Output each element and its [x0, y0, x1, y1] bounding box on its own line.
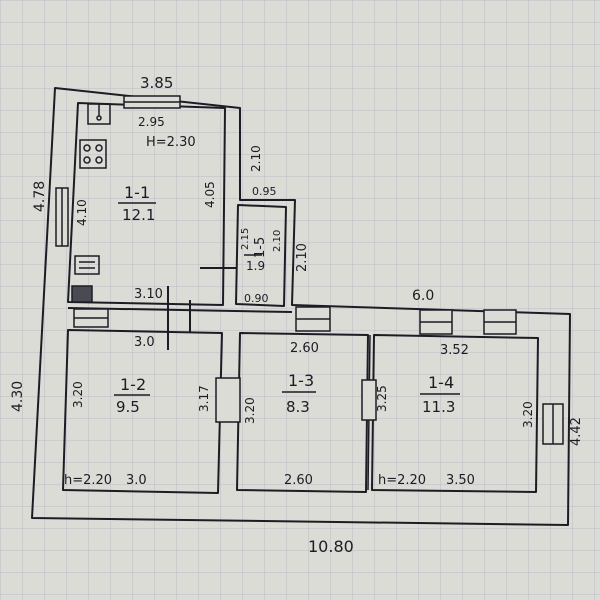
room-1-1-top-dim: 2.95	[138, 115, 165, 129]
window-room-1-2	[73, 308, 109, 328]
room-1-2-label: 1-2	[120, 375, 146, 394]
sink-icon	[87, 103, 111, 125]
overall-top-width: 3.85	[140, 74, 173, 92]
room-1-2-bottom-dim: 3.0	[126, 473, 147, 488]
door-1-2-1-3	[215, 377, 241, 423]
overall-right-width: 6.0	[412, 288, 434, 304]
overall-right-height: 4.42	[569, 417, 584, 446]
overall-total-width: 10.80	[308, 537, 354, 556]
boiler-icon	[74, 255, 100, 275]
window-room-1-4-a	[419, 309, 453, 335]
room-1-5-left-dim: 2.15	[240, 228, 251, 250]
room-1-5-outer-top-dim: 2.10	[249, 145, 263, 172]
room-1-4-area: 11.3	[422, 398, 455, 416]
room-1-2-left-dim: 3.20	[71, 381, 85, 408]
window-room-1-3	[295, 306, 331, 332]
room-1-2-top-dim: 3.0	[134, 335, 155, 350]
room-1-5-top-dim: 0.95	[252, 185, 277, 198]
room-1-2-walls	[62, 329, 223, 494]
overall-left-lower-height: 4.30	[10, 381, 26, 412]
window-right	[542, 403, 564, 445]
room-1-4-top-dim: 3.52	[440, 343, 469, 358]
heater-icon	[71, 285, 93, 303]
room-1-5-right-dim: 2.10	[272, 230, 283, 252]
room-1-1-bottom-dim: 3.10	[134, 287, 163, 302]
stove-icon	[79, 139, 107, 169]
room-1-4-label: 1-4	[428, 373, 454, 392]
room-1-5-walls	[235, 204, 287, 307]
room-1-1-label: 1-1	[124, 183, 150, 202]
room-1-5-outer-right-dim: 2.10	[295, 243, 310, 272]
room-1-4-ceiling: h=2.20	[378, 473, 426, 488]
room-1-3-bottom-dim: 2.60	[284, 473, 313, 488]
room-1-3-area: 8.3	[286, 398, 310, 416]
room-1-4-right-dim: 3.20	[521, 401, 535, 428]
room-1-1-area: 12.1	[122, 206, 155, 224]
room-1-2-area: 9.5	[116, 398, 140, 416]
window-left	[55, 187, 69, 247]
room-1-5-bottom-dim: 0.90	[244, 292, 269, 305]
overall-left-upper-height: 4.78	[32, 181, 48, 212]
door-1-3-1-4	[361, 379, 377, 421]
room-1-3-walls	[236, 332, 369, 493]
room-1-2-ceiling: h=2.20	[64, 473, 112, 488]
window-room-1-4-b	[483, 309, 517, 335]
outer-wall	[31, 87, 571, 526]
room-1-3-label: 1-3	[288, 371, 314, 390]
room-1-3-left-dim: 3.20	[243, 397, 257, 424]
room-1-5-area: 1.9	[246, 259, 265, 273]
room-1-1-left-dim: 4.10	[75, 199, 89, 226]
label-dividers	[114, 202, 460, 396]
room-1-3-top-dim: 2.60	[290, 341, 319, 356]
room-1-2-right-dim: 3.17	[197, 385, 211, 412]
room-1-5-label: 1-5	[253, 237, 268, 258]
dimension-labels: 3.85 10.80 6.0 4.78 4.30 4.42 2.95 H=2.3…	[10, 74, 584, 556]
room-1-4-walls	[371, 334, 539, 493]
window-top	[123, 95, 181, 109]
room-1-4-bottom-dim: 3.50	[446, 473, 475, 488]
room-1-4-left-dim: 3.25	[375, 385, 389, 412]
room-1-1-ceiling: H=2.30	[146, 135, 196, 150]
room-1-1-right-dim: 4.05	[203, 181, 217, 208]
